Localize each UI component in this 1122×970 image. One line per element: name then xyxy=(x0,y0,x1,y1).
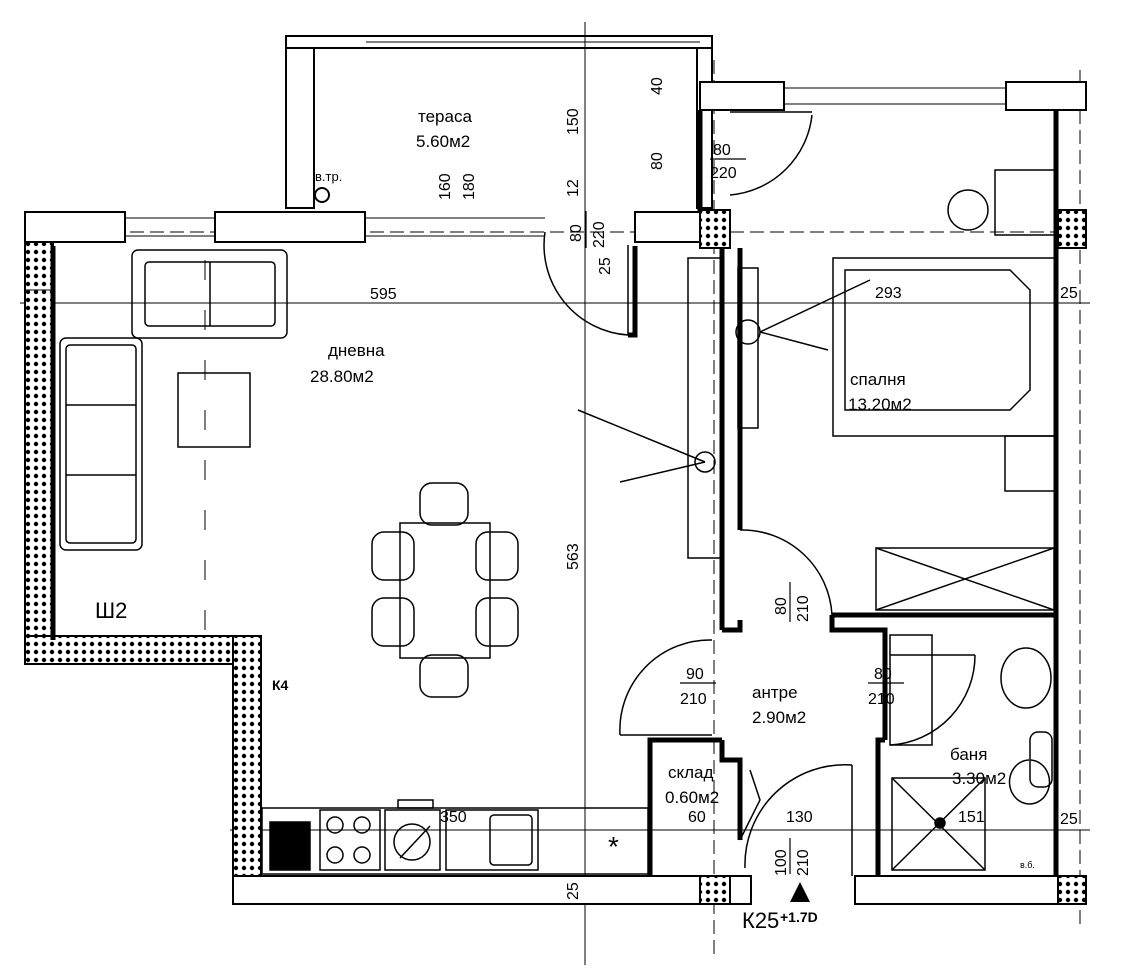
bedroom-name: спалня xyxy=(850,370,906,389)
column-label: К4 xyxy=(272,677,289,693)
terrace-parapet xyxy=(285,35,713,209)
bath-area: 3.30м2 xyxy=(952,769,1006,788)
dim-180: 180 xyxy=(461,173,478,200)
storage-name: склад xyxy=(668,763,714,782)
terrace-door-h: 220 xyxy=(710,165,737,182)
exterior-walls xyxy=(24,81,1087,905)
window-glazing xyxy=(25,87,1006,291)
doors xyxy=(543,111,976,876)
bath-door-w: 80 xyxy=(874,666,892,683)
dim-12: 12 xyxy=(565,179,582,197)
dim-kitchen: 350 xyxy=(440,809,467,826)
bedroom-door-w: 80 xyxy=(773,597,790,615)
dim-80a: 80 xyxy=(649,152,666,170)
vent-pipe xyxy=(314,187,330,203)
entry-door-w: 100 xyxy=(773,849,790,876)
stair-label: К25 xyxy=(742,908,779,933)
terrace-area: 5.60м2 xyxy=(416,132,470,151)
terrace-door-w: 80 xyxy=(713,142,731,159)
dim-living-height: 563 xyxy=(565,543,582,570)
boiler-label: в.б. xyxy=(1020,860,1035,870)
bed xyxy=(735,169,1056,492)
dim-60: 60 xyxy=(688,809,706,826)
bedroom-area: 13.20м2 xyxy=(848,395,912,414)
living-door-h: 210 xyxy=(680,691,707,708)
dim-terrace-depth: 150 xyxy=(565,108,582,135)
balcony-door-w: 80 xyxy=(568,224,585,242)
living-area: 28.80м2 xyxy=(310,367,374,386)
dim-25c: 25 xyxy=(1060,811,1078,828)
dim-25a: 25 xyxy=(597,257,614,275)
dim-40: 40 xyxy=(649,77,666,95)
sofa-top xyxy=(131,249,288,339)
axis-lines xyxy=(20,22,1090,965)
hall-name: антре xyxy=(752,683,798,702)
dim-130: 130 xyxy=(786,809,813,826)
entry-door-h: 210 xyxy=(795,849,812,876)
terrace-name: тераса xyxy=(418,107,472,126)
tv-unit xyxy=(577,257,723,559)
entry-marker xyxy=(790,882,810,902)
storage-area: 0.60м2 xyxy=(665,788,719,807)
dim-25b: 25 xyxy=(1060,285,1078,302)
dim-160: 160 xyxy=(437,173,454,200)
dining-set xyxy=(371,482,519,698)
bedroom-door-h: 210 xyxy=(795,595,812,622)
sofa-left xyxy=(59,337,143,551)
bath-name: баня xyxy=(950,745,987,764)
elevation-label: +1.7D xyxy=(780,909,818,925)
interior-walls xyxy=(50,110,1059,876)
living-door-w: 90 xyxy=(686,666,704,683)
dim-living-width: 595 xyxy=(370,286,397,303)
wardrobe xyxy=(875,547,1055,611)
coffee-table xyxy=(177,372,251,448)
dim-25d: 25 xyxy=(565,882,582,900)
star-label: * xyxy=(608,831,619,862)
balcony-door-h: 220 xyxy=(591,221,608,248)
bath-door-h: 210 xyxy=(868,691,895,708)
shaft-label: Ш2 xyxy=(95,598,127,623)
door-labels xyxy=(585,158,904,874)
vent-label: в.тр. xyxy=(315,169,342,184)
hall-area: 2.90м2 xyxy=(752,708,806,727)
kitchen-counter xyxy=(261,799,649,875)
dim-151: 151 xyxy=(958,809,985,826)
living-name: дневна xyxy=(328,341,385,360)
bathroom-fixtures xyxy=(889,634,1053,871)
dim-bedroom-width: 293 xyxy=(875,285,902,302)
